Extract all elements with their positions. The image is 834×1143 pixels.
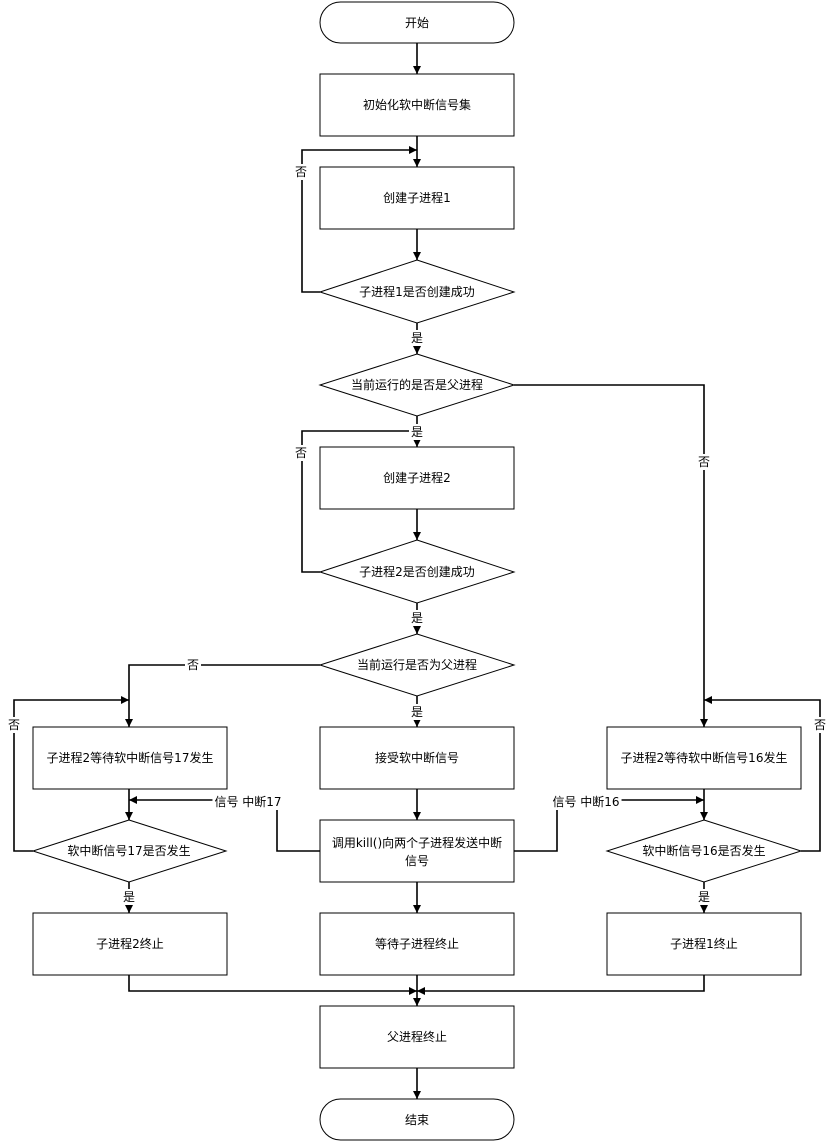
nodes: 开始 初始化软中断信号集 创建子进程1 子进程1是否创建成功 当前运行的是否是父… bbox=[31, 1, 803, 1141]
check2-no-label: 否 bbox=[295, 446, 307, 460]
check1-yes-label: 是 bbox=[411, 331, 423, 345]
edge-check1-no bbox=[301, 146, 417, 293]
edge-check17-no bbox=[13, 696, 129, 852]
parent1-no-label: 否 bbox=[698, 455, 710, 469]
edge-label-background bbox=[811, 717, 829, 733]
init-label: 初始化软中断信号集 bbox=[363, 97, 471, 112]
wait-children-label: 等待子进程终止 bbox=[375, 936, 459, 951]
sig17-no-label: 否 bbox=[8, 718, 20, 732]
check-sig16-decision: 软中断信号16是否发生 bbox=[605, 819, 803, 883]
check2-yes-label: 是 bbox=[411, 611, 423, 625]
check-sig16-label: 软中断信号16是否发生 bbox=[642, 843, 765, 858]
child2-end-label: 子进程2终止 bbox=[96, 936, 164, 951]
edge-label-background bbox=[120, 889, 138, 905]
edge-parent2-no bbox=[125, 664, 320, 727]
create-child1-label: 创建子进程1 bbox=[383, 190, 451, 205]
parent-end-process: 父进程终止 bbox=[319, 1005, 515, 1069]
edge-check2-no bbox=[301, 427, 417, 573]
edge-label-background bbox=[184, 657, 202, 673]
is-parent2-decision: 当前运行是否为父进程 bbox=[318, 633, 516, 697]
init-process: 初始化软中断信号集 bbox=[319, 73, 515, 137]
is-parent2-label: 当前运行是否为父进程 bbox=[357, 657, 477, 672]
edges bbox=[13, 43, 821, 1099]
child1-end-process: 子进程1终止 bbox=[606, 912, 802, 976]
edge-label-background bbox=[408, 610, 426, 626]
create-child2-process: 创建子进程2 bbox=[319, 446, 515, 510]
edge-label-background bbox=[292, 164, 310, 180]
receive-signal-process: 接受软中断信号 bbox=[319, 726, 515, 790]
create-child2-label: 创建子进程2 bbox=[383, 470, 451, 485]
edge-label-background bbox=[408, 424, 426, 440]
child2-wait-label: 子进程2等待软中断信号17发生 bbox=[47, 750, 214, 765]
parent-end-label: 父进程终止 bbox=[387, 1029, 447, 1044]
edge-signal17 bbox=[129, 796, 320, 852]
create-child1-process: 创建子进程1 bbox=[319, 166, 515, 230]
sig16-yes-label: 是 bbox=[698, 890, 710, 904]
kill-process: 调用kill()向两个子进程发送中断 信号 bbox=[319, 819, 515, 883]
edge-label-background bbox=[550, 793, 622, 810]
child2-wait-process: 子进程2等待软中断信号17发生 bbox=[32, 726, 228, 790]
check-child1-decision: 子进程1是否创建成功 bbox=[318, 259, 516, 324]
start-terminal: 开始 bbox=[319, 1, 515, 44]
edge-label-background bbox=[695, 889, 713, 905]
kill-label-line2: 信号 bbox=[405, 854, 429, 868]
parent2-no-label: 否 bbox=[187, 658, 199, 672]
signal17-label: 信号 中断17 bbox=[214, 794, 281, 809]
signal16-label: 信号 中断16 bbox=[552, 794, 619, 809]
check-child1-label: 子进程1是否创建成功 bbox=[359, 284, 475, 299]
edge-label-background bbox=[212, 793, 284, 810]
receive-signal-label: 接受软中断信号 bbox=[375, 750, 459, 765]
edge-label-background bbox=[5, 717, 23, 733]
child2-end-process: 子进程2终止 bbox=[32, 912, 228, 976]
edge-parent1-no bbox=[514, 384, 708, 727]
edge-check16-no bbox=[704, 696, 821, 852]
edge-label-background bbox=[408, 704, 426, 720]
wait-children-process: 等待子进程终止 bbox=[319, 912, 515, 976]
child1-wait-process: 子进程2等待软中断信号16发生 bbox=[606, 726, 802, 790]
check-sig17-label: 软中断信号17是否发生 bbox=[67, 843, 190, 858]
edge-label-background bbox=[408, 330, 426, 346]
sig16-no-label: 否 bbox=[814, 718, 826, 732]
child1-end-label: 子进程1终止 bbox=[670, 936, 738, 951]
check1-no-label: 否 bbox=[295, 165, 307, 179]
kill-label-line1: 调用kill()向两个子进程发送中断 bbox=[332, 835, 502, 850]
check-sig17-decision: 软中断信号17是否发生 bbox=[31, 819, 228, 883]
edge-child2end-merge bbox=[128, 975, 417, 995]
edge-label-background bbox=[695, 454, 713, 470]
edge-labels: 否 是 是 否 否 是 否 是 否 是 否 是 信号 中断17 信号 中断16 bbox=[5, 164, 829, 905]
parent2-yes-label: 是 bbox=[411, 705, 423, 719]
end-label: 结束 bbox=[405, 1113, 429, 1127]
start-label: 开始 bbox=[405, 16, 429, 30]
edge-child1end-merge bbox=[417, 975, 705, 995]
end-terminal: 结束 bbox=[319, 1098, 515, 1141]
is-parent1-decision: 当前运行的是否是父进程 bbox=[318, 353, 516, 417]
check-child2-decision: 子进程2是否创建成功 bbox=[318, 539, 516, 604]
edge-signal16 bbox=[514, 796, 704, 852]
child1-wait-label: 子进程2等待软中断信号16发生 bbox=[621, 750, 788, 765]
is-parent1-label: 当前运行的是否是父进程 bbox=[351, 377, 483, 392]
check-child2-label: 子进程2是否创建成功 bbox=[359, 564, 475, 579]
edge-label-background bbox=[292, 445, 310, 461]
sig17-yes-label: 是 bbox=[123, 890, 135, 904]
parent1-yes-label: 是 bbox=[411, 425, 423, 439]
